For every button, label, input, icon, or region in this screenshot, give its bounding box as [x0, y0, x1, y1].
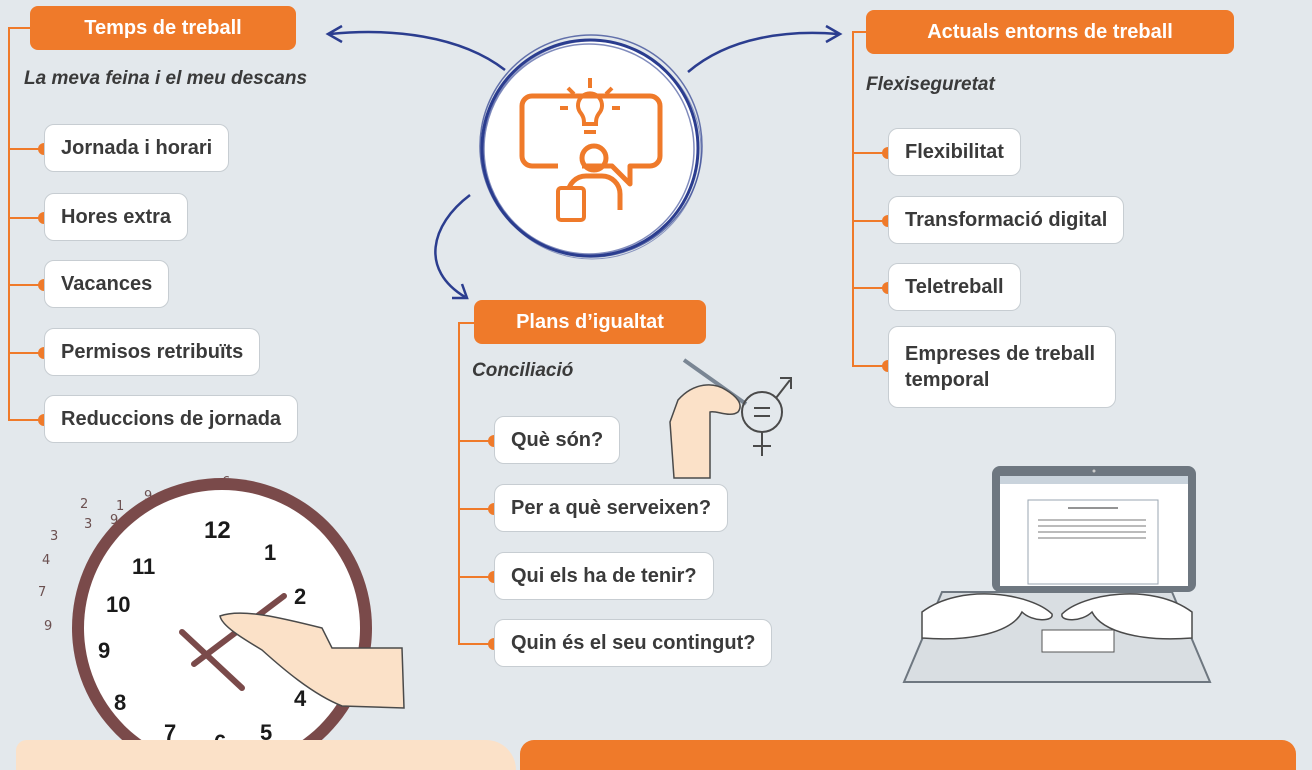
middle-tree-line — [458, 322, 460, 645]
hand-pen-equality-illustration — [669, 358, 792, 479]
svg-text:9: 9 — [110, 513, 118, 528]
header-actuals-entorns: Actuals entorns de treball — [866, 10, 1234, 54]
left-item-jornada[interactable]: Jornada i horari — [44, 124, 230, 172]
right-item-teletreball[interactable]: Teletreball — [888, 263, 1021, 311]
svg-text:4: 4 — [42, 553, 50, 568]
left-branch — [8, 148, 42, 150]
right-branch — [852, 220, 886, 222]
svg-text:3: 3 — [50, 529, 58, 544]
clock-number: 12 — [204, 517, 231, 544]
svg-text:7: 7 — [38, 585, 46, 600]
right-tree-line — [852, 31, 854, 367]
middle-branch — [458, 440, 492, 442]
middle-subtitle: Conciliació — [472, 360, 574, 381]
left-branch — [8, 352, 42, 354]
clock-number: 9 — [98, 638, 110, 663]
right-item-transformacio[interactable]: Transformació digital — [888, 196, 1125, 244]
left-item-permisos[interactable]: Permisos retribuïts — [44, 328, 261, 376]
clock-number: 4 — [294, 686, 307, 711]
svg-text:3: 3 — [84, 517, 92, 532]
svg-text:1: 1 — [116, 499, 124, 514]
middle-branch — [458, 508, 492, 510]
clock-illustration: 191 784 923 343 579 979 67 12 1 2 4 5 6 … — [38, 475, 405, 758]
right-header-connector — [852, 31, 868, 33]
clock-number: 7 — [164, 720, 176, 745]
center-idea-icon — [479, 34, 703, 260]
bottom-banner-right — [520, 740, 1296, 770]
right-branch — [852, 287, 886, 289]
middle-branch — [458, 643, 492, 645]
clock-number: 1 — [264, 540, 276, 565]
clock-number: 8 — [114, 690, 126, 715]
middle-item-qui[interactable]: Qui els ha de tenir? — [494, 552, 714, 600]
left-branch — [8, 419, 42, 421]
laptop-typing-illustration — [902, 466, 1212, 683]
header-temps-de-treball: Temps de treball — [30, 6, 296, 50]
left-item-hores[interactable]: Hores extra — [44, 193, 189, 241]
left-item-vacances[interactable]: Vacances — [44, 260, 170, 308]
right-item-empreses[interactable]: Empreses de treball temporal — [888, 326, 1116, 408]
right-branch — [852, 365, 886, 367]
middle-item-per-a-que[interactable]: Per a què serveixen? — [494, 484, 729, 532]
svg-text:2: 2 — [80, 497, 88, 512]
middle-item-contingut[interactable]: Quin és el seu contingut? — [494, 619, 773, 667]
middle-header-connector — [458, 322, 476, 324]
svg-text:9: 9 — [44, 619, 52, 634]
right-item-flexibilitat[interactable]: Flexibilitat — [888, 128, 1021, 176]
bottom-banner-left — [16, 740, 516, 770]
left-tree-line — [8, 27, 10, 421]
right-subtitle: Flexiseguretat — [866, 74, 995, 95]
middle-branch — [458, 576, 492, 578]
left-header-connector — [8, 27, 32, 29]
left-branch — [8, 284, 42, 286]
clock-number: 11 — [132, 554, 155, 579]
header-plans-igualtat: Plans d’igualtat — [474, 300, 706, 344]
left-item-reduccions[interactable]: Reduccions de jornada — [44, 395, 299, 443]
right-branch — [852, 152, 886, 154]
middle-item-que-son[interactable]: Què són? — [494, 416, 621, 464]
svg-text:9: 9 — [144, 489, 152, 504]
clock-number: 10 — [106, 592, 130, 617]
left-branch — [8, 217, 42, 219]
left-subtitle: La meva feina i el meu descans — [24, 68, 308, 89]
clock-number: 5 — [260, 720, 272, 745]
clock-number: 2 — [294, 584, 306, 609]
